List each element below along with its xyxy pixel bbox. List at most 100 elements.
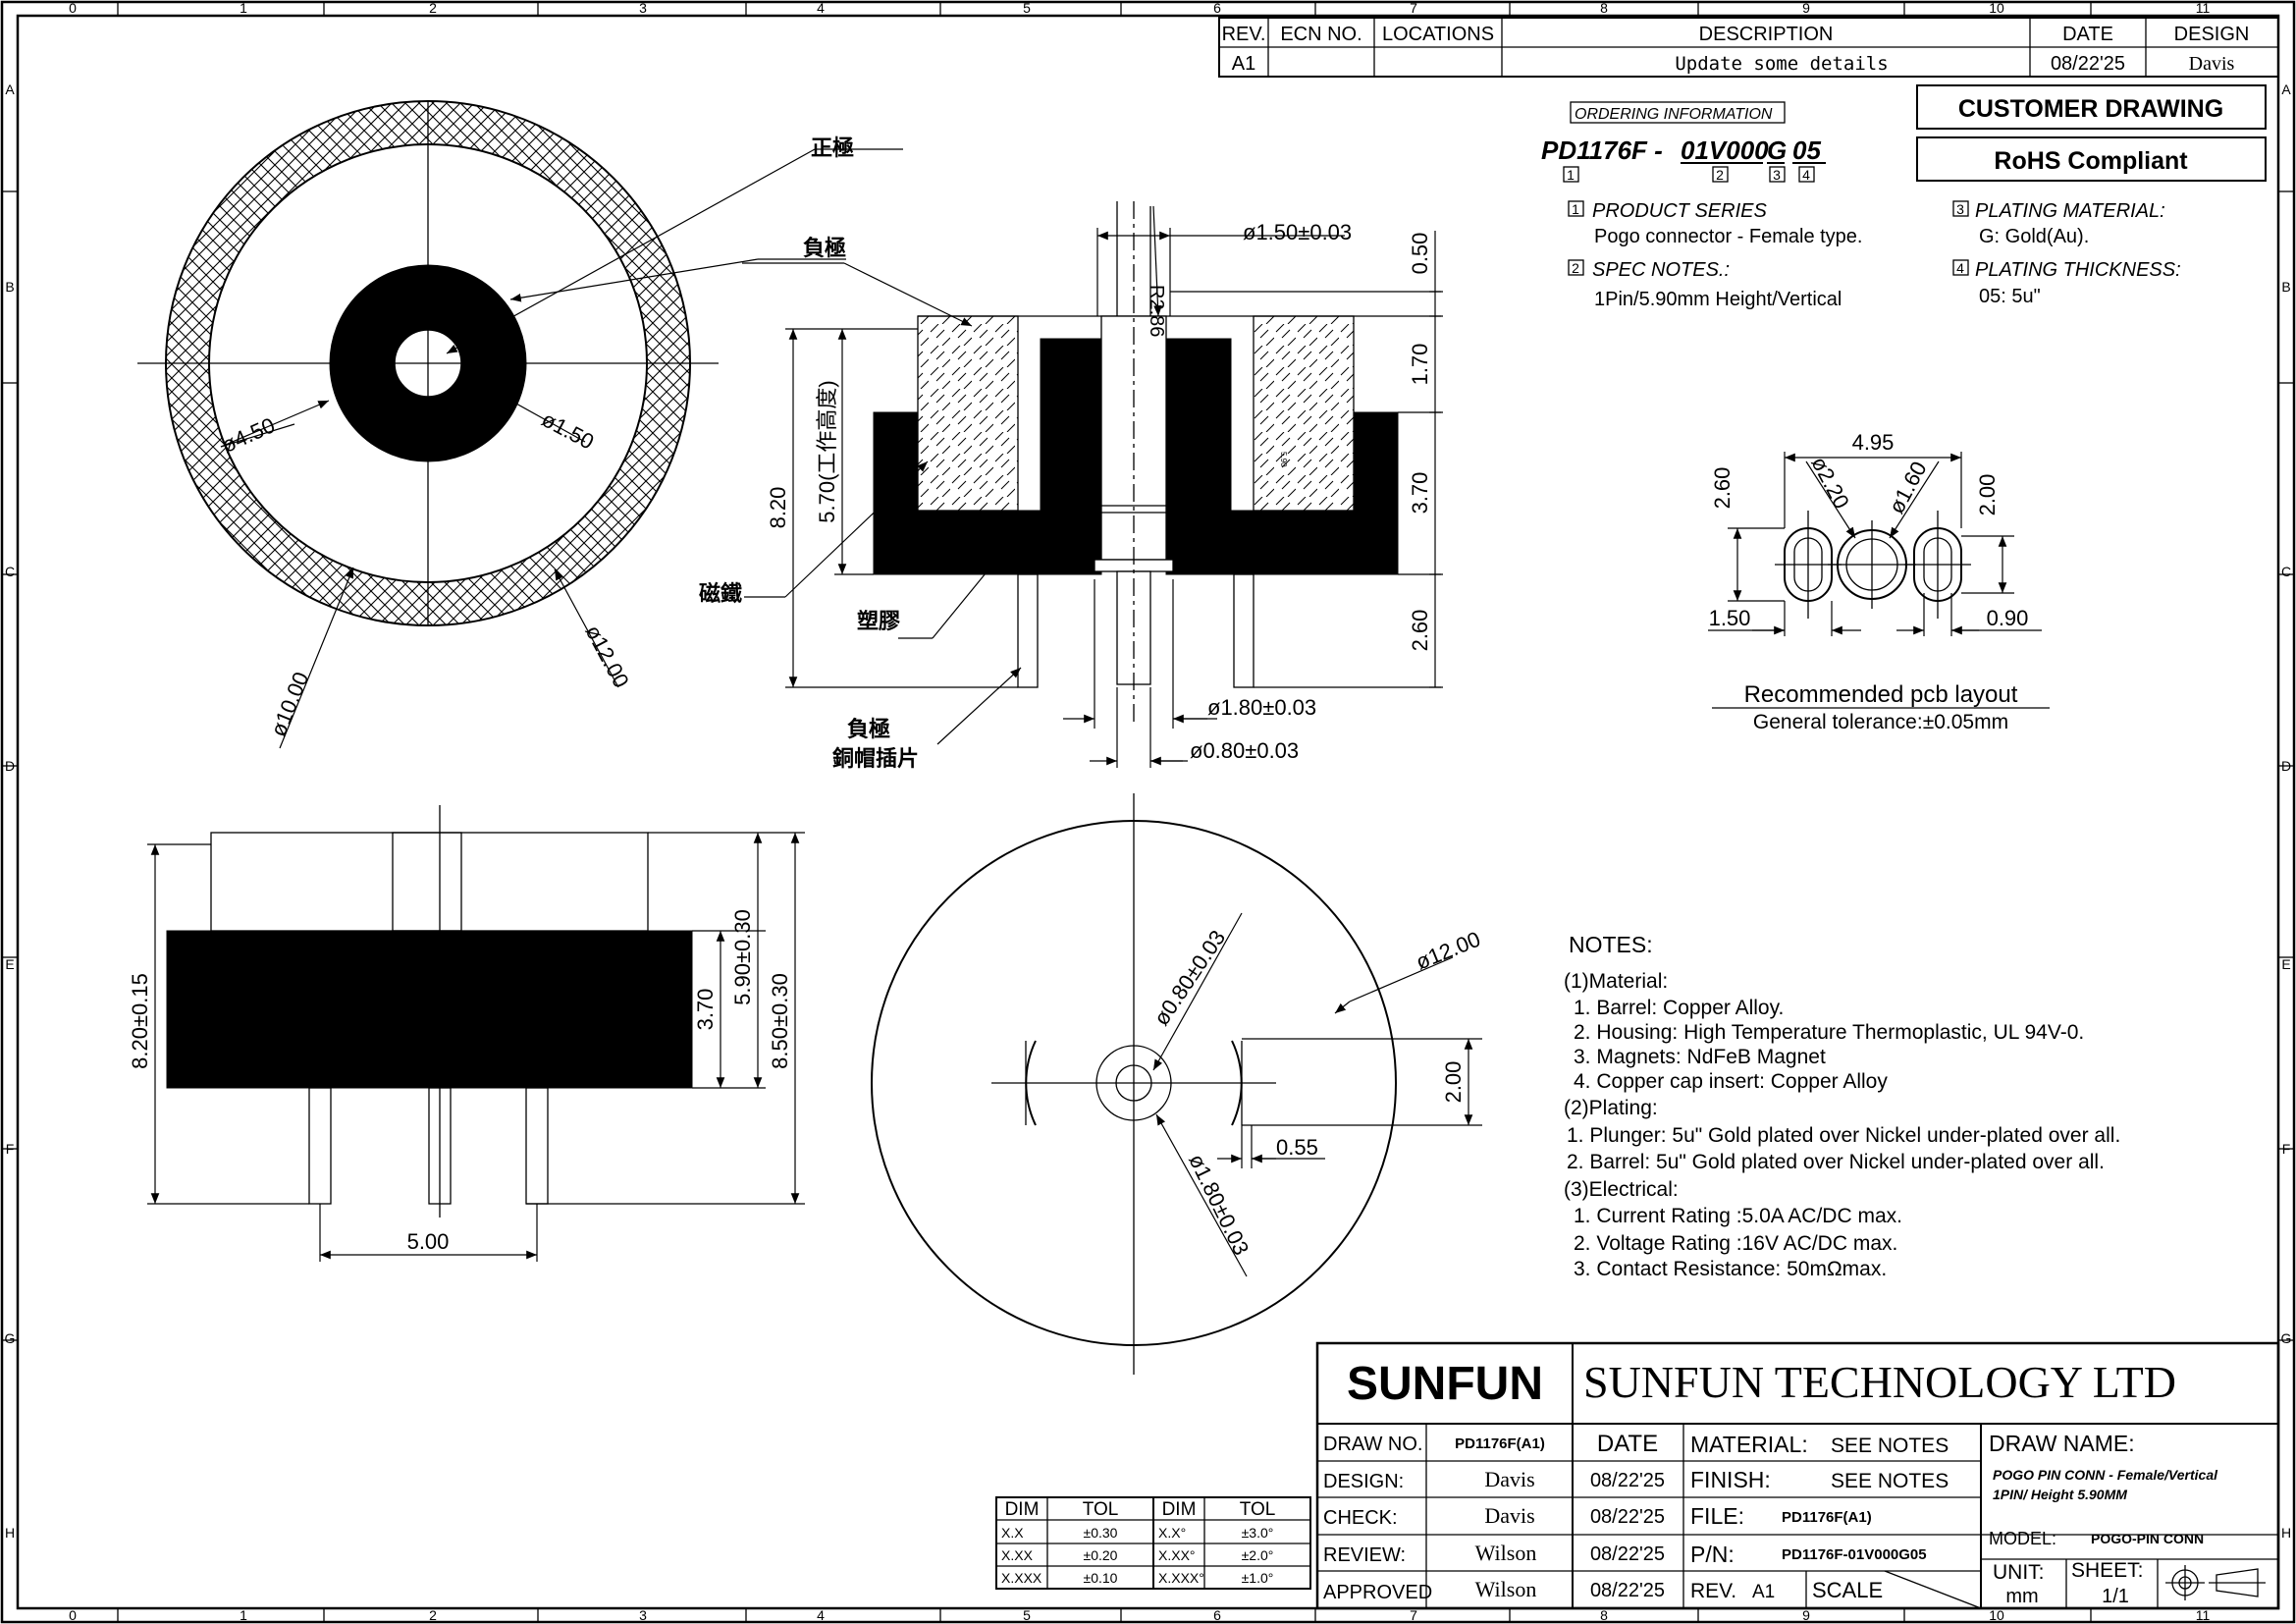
spec-3-value: G: Gold(Au). xyxy=(1979,226,2089,247)
tol-h-tol1: TOL xyxy=(1083,1499,1119,1520)
tol-h-tol2: TOL xyxy=(1240,1499,1276,1520)
cross-section: ø1.50±0.03 R2.86 ø1.80±0.03 ø0.80±0.03 0… xyxy=(699,135,1443,771)
callout-negative: 負極 xyxy=(803,236,846,260)
callout-neg-cap-1: 負極 xyxy=(847,717,890,741)
tol-r1-c1: X.X xyxy=(1001,1525,1024,1541)
tb-rev-label: REV. xyxy=(1690,1580,1736,1602)
part-plating: G xyxy=(1767,135,1787,165)
tb-review-label: REVIEW: xyxy=(1323,1544,1406,1566)
tb-check-date: 08/22'25 xyxy=(1590,1506,1665,1528)
notes-line-8: 2. Barrel: 5u" Gold plated over Nickel u… xyxy=(1567,1151,2105,1173)
spec-4-num: 4 xyxy=(1956,260,1964,276)
tb-unit-value: mm xyxy=(2005,1586,2038,1607)
spec-1-num: 1 xyxy=(1572,201,1579,217)
projection-symbol-icon xyxy=(2165,1565,2266,1600)
marker-3: 3 xyxy=(1773,167,1781,183)
bottom-view: ø0.80±0.03 ø12.00 ø1.80±0.03 2.00 0.55 xyxy=(871,793,1484,1375)
grid-col-10: 10 xyxy=(1989,0,2004,16)
callout-plastic: 塑膠 xyxy=(857,609,900,633)
grid-col-2: 2 xyxy=(429,0,437,16)
tb-pn-value: PD1176F-01V000G05 xyxy=(1782,1546,1927,1563)
notes-line-7: 1. Plunger: 5u" Gold plated over Nickel … xyxy=(1567,1124,2120,1147)
grid-col-0: 0 xyxy=(69,0,77,16)
title-block: SUNFUN SUNFUN TECHNOLOGY LTD DRAW NO. PD… xyxy=(1315,1341,2280,1610)
spec-1-value: Pogo connector - Female type. xyxy=(1594,226,1862,247)
callout-magnet: 磁鐵 xyxy=(699,581,742,606)
revision-table: REV. ECN NO. LOCATIONS DESCRIPTION DATE … xyxy=(1218,17,2279,78)
grid-col-3: 3 xyxy=(639,0,647,16)
grid-col-4: 4 xyxy=(817,0,825,16)
tb-model-value: POGO-PIN CONN xyxy=(2091,1531,2204,1546)
grid-row-a: A xyxy=(5,81,15,97)
tb-draw-no: PD1176F(A1) xyxy=(1455,1435,1545,1452)
grid-row-c: C xyxy=(5,564,15,579)
grid-col-1: 1 xyxy=(240,0,247,16)
spec-4-value: 05: 5u" xyxy=(1979,286,2041,307)
tb-draw-name-label: DRAW NAME: xyxy=(1989,1431,2135,1456)
grid-col-6: 6 xyxy=(1213,0,1221,16)
dim-sec-d080: ø0.80±0.03 xyxy=(1190,738,1299,763)
grid-row-g: G xyxy=(5,1330,16,1346)
tb-finish-label: FINISH: xyxy=(1690,1467,1771,1492)
tb-material-label: MATERIAL: xyxy=(1690,1432,1808,1457)
dim-sec-h820: 8.20 xyxy=(766,487,790,529)
notes-line-2: 1. Barrel: Copper Alloy. xyxy=(1574,997,1784,1019)
tol-r3-c2: ±0.10 xyxy=(1084,1570,1118,1586)
spec-2-value: 1Pin/5.90mm Height/Vertical xyxy=(1594,289,1842,310)
grid-col-5: 5 xyxy=(1023,0,1031,16)
grid-col-6-bottom: 6 xyxy=(1213,1607,1221,1623)
notes-line-5: 4. Copper cap insert: Copper Alloy xyxy=(1574,1070,1888,1093)
spec-2-num: 2 xyxy=(1572,260,1579,276)
grid-row-f-right: F xyxy=(2282,1141,2291,1157)
pcb-layout: 4.95 ø2.20 ø1.60 2.60 2.00 1.50 0.90 Rec… xyxy=(1708,430,2050,733)
dim-sec-v050: 0.50 xyxy=(1408,233,1432,275)
tol-r2-c4: ±2.0° xyxy=(1242,1547,1274,1563)
grid-col-7-bottom: 7 xyxy=(1410,1607,1417,1623)
grid-col-11-bottom: 11 xyxy=(2196,1607,2211,1623)
rev-header-description: DESCRIPTION xyxy=(1699,24,1834,45)
tb-rev-value: A1 xyxy=(1752,1582,1775,1602)
grid-row-f: F xyxy=(6,1141,15,1157)
tb-sheet-label: SHEET: xyxy=(2071,1559,2144,1582)
pcb-h200: 2.00 xyxy=(1975,474,2000,516)
callout-neg-cap-2: 銅帽插片 xyxy=(832,746,919,771)
tb-approved-name: Wilson xyxy=(1475,1577,1537,1601)
notes-line-4: 3. Magnets: NdFeB Magnet xyxy=(1574,1046,1826,1068)
grid-col-11: 11 xyxy=(2196,0,2211,16)
dim-side-d850: 8.50±0.30 xyxy=(768,973,792,1069)
tb-file-label: FILE: xyxy=(1690,1503,1744,1529)
tb-review-name: Wilson xyxy=(1475,1541,1537,1565)
dim-bot-d200: 2.00 xyxy=(1441,1061,1466,1104)
marker-4: 4 xyxy=(1802,167,1810,183)
tol-r1-c2: ±0.30 xyxy=(1084,1525,1118,1541)
grid-row-e-right: E xyxy=(2281,956,2290,972)
ordering-label: ORDERING INFORMATION xyxy=(1575,106,1773,123)
dim-bot-d1200: ø12.00 xyxy=(1413,927,1484,975)
tb-pn-label: P/N: xyxy=(1690,1542,1735,1567)
grid-col-7: 7 xyxy=(1410,0,1417,16)
rev-row-description: Update some details xyxy=(1675,53,1888,75)
rev-header-design: DESIGN xyxy=(2174,24,2250,45)
spec-3-num: 3 xyxy=(1956,201,1964,217)
tb-draw-name-2: 1PIN/ Height 5.90MM xyxy=(1993,1487,2127,1502)
tol-r2-c1: X.XX xyxy=(1001,1547,1034,1563)
part-prefix: PD1176F - xyxy=(1541,135,1663,165)
tb-check-label: CHECK: xyxy=(1323,1507,1398,1529)
grid-row-h: H xyxy=(5,1525,15,1541)
tb-file-value: PD1176F(A1) xyxy=(1782,1509,1872,1526)
grid-col-2-bottom: 2 xyxy=(429,1607,437,1623)
grid-row-e: E xyxy=(5,956,14,972)
dim-side-d820: 8.20±0.15 xyxy=(128,973,152,1069)
tb-draw-name-1: POGO PIN CONN - Female/Vertical xyxy=(1993,1467,2218,1483)
badges: CUSTOMER DRAWING RoHS Compliant xyxy=(1916,84,2267,182)
tol-r1-c3: X.X° xyxy=(1158,1525,1186,1541)
grid-row-a-right: A xyxy=(2281,81,2291,97)
grid-col-5-bottom: 5 xyxy=(1023,1607,1031,1623)
dim-sec-v170: 1.70 xyxy=(1408,344,1432,386)
tol-r2-c3: X.XX° xyxy=(1158,1547,1196,1563)
dim-bot-d180: ø1.80±0.03 xyxy=(1184,1150,1254,1259)
grid-col-1-bottom: 1 xyxy=(240,1607,247,1623)
grid-col-9-bottom: 9 xyxy=(1802,1607,1810,1623)
rev-header-date: DATE xyxy=(2062,24,2113,45)
rev-header-rev: REV. xyxy=(1222,24,1266,45)
